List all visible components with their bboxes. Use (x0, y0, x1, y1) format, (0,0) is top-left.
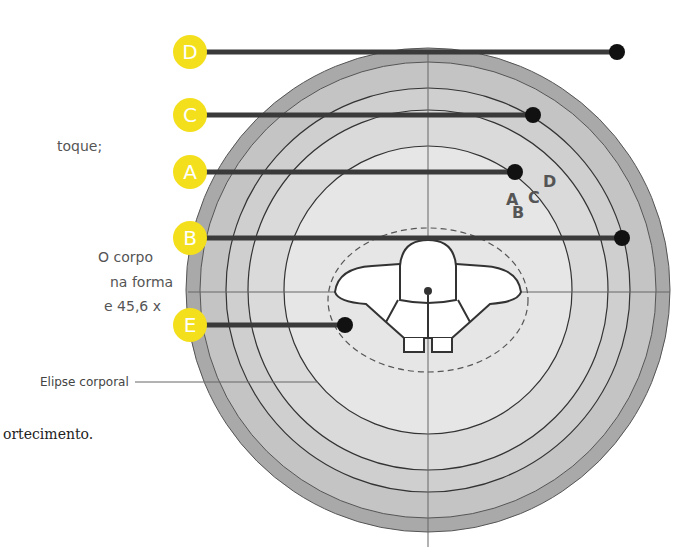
letter-badge: A (173, 155, 207, 189)
letter-badge: C (173, 98, 207, 132)
text-fragment: toque; (57, 138, 102, 155)
text-fragment: ortecimento. (3, 426, 93, 443)
letter-badge: E (173, 308, 207, 342)
ellipse-leader (135, 382, 318, 383)
text-fragment: e 45,6 x (104, 298, 161, 315)
leader-dots (337, 44, 630, 333)
zone-letter: C (528, 188, 540, 207)
zone-letter: A (506, 190, 518, 209)
body-figure (335, 240, 521, 352)
leader-lines (200, 52, 620, 325)
zone-letter: D (543, 172, 556, 191)
ellipse-label: Elipse corporal (40, 375, 129, 389)
letter-badge: D (173, 35, 207, 69)
badge-letter: A (183, 162, 197, 182)
text-fragment: na forma (110, 274, 173, 291)
body-ellipse (328, 228, 528, 372)
badge-letter: B (183, 228, 197, 248)
letter-badge: B (173, 221, 207, 255)
badge-letter: E (184, 315, 197, 335)
badge-letter: D (182, 42, 197, 62)
axis-line (428, 50, 429, 547)
text-fragment: O corpo (98, 249, 153, 266)
badge-letter: C (183, 105, 197, 125)
